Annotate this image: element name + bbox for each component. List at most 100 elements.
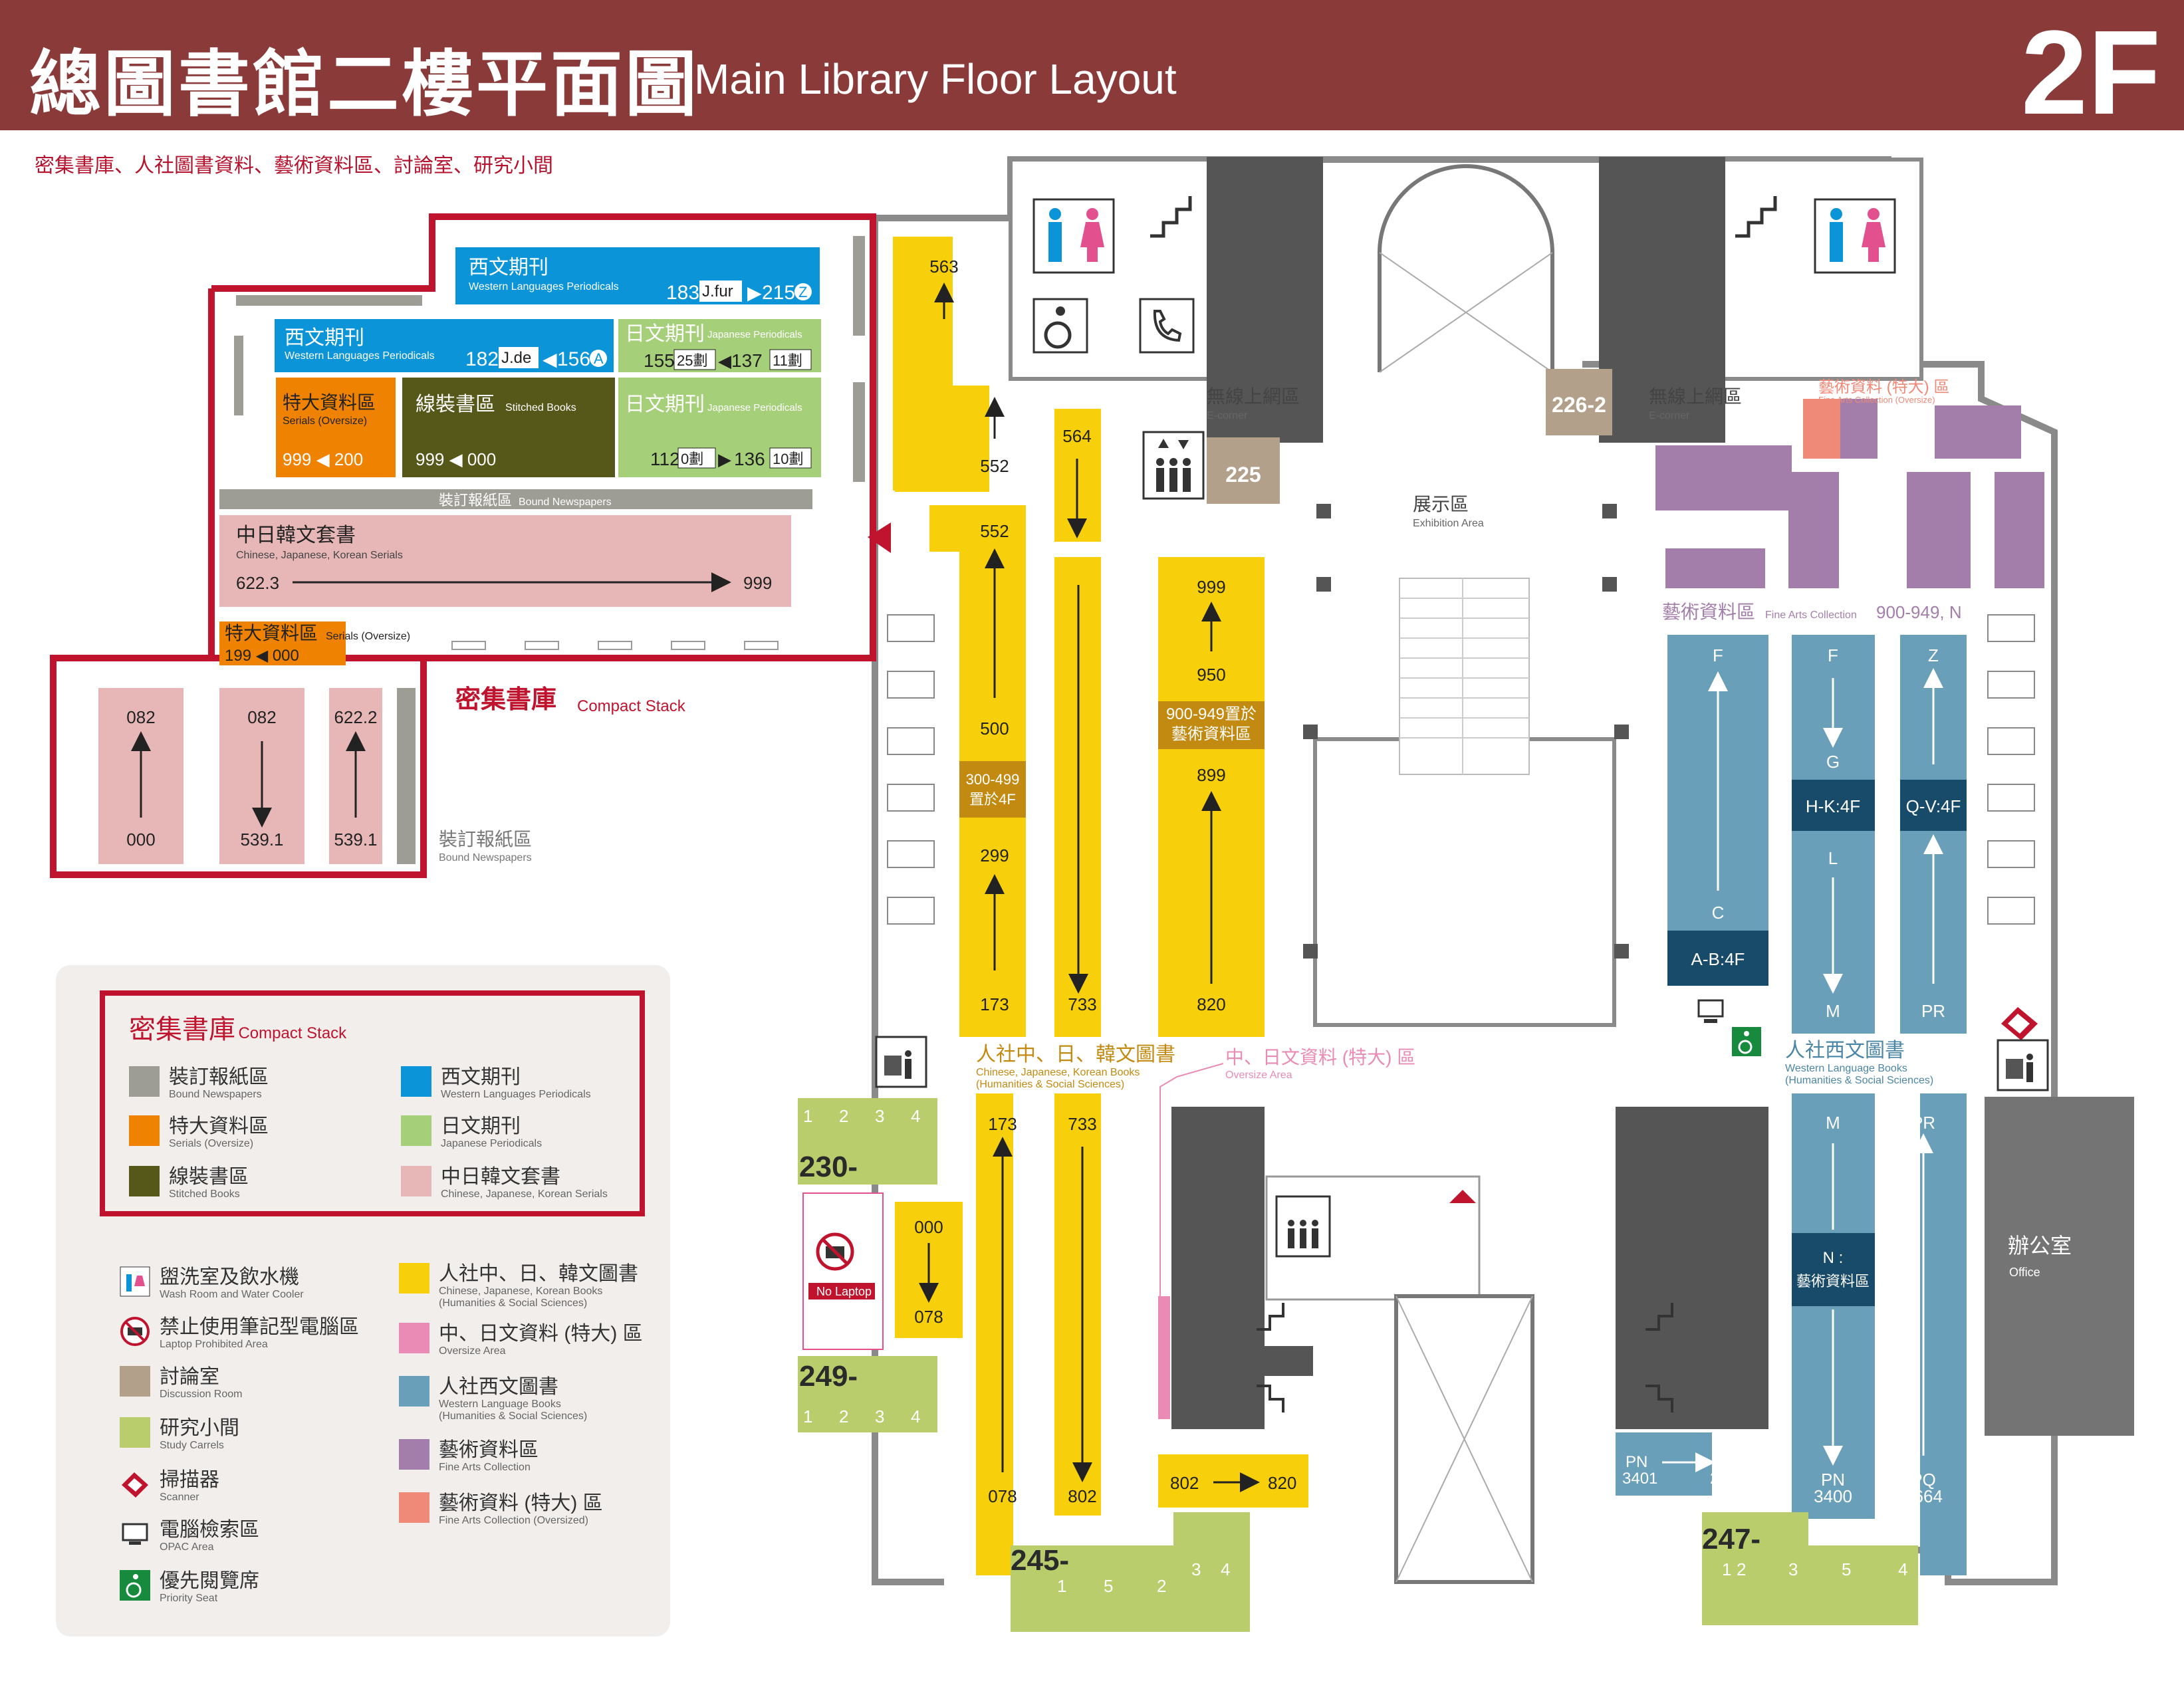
oversize-area-label: 中、日文資料 (特大) 區 bbox=[1225, 1047, 1415, 1068]
serials-range: 999 ◀ 200 bbox=[283, 449, 363, 469]
shelf-733a: 733 bbox=[1068, 994, 1096, 1014]
svg-text:2: 2 bbox=[839, 1106, 848, 1126]
office-en: Office bbox=[2009, 1266, 2040, 1279]
svg-text:4: 4 bbox=[911, 1106, 920, 1126]
svg-text:▶: ▶ bbox=[747, 282, 762, 303]
elevator-icon bbox=[875, 1036, 927, 1088]
cjk-serials-shelf bbox=[219, 515, 791, 607]
note-900b: 藝術資料區 bbox=[1171, 725, 1251, 743]
page-title: 總圖書館二樓平面圖 bbox=[29, 44, 700, 124]
computer-icon bbox=[1697, 999, 1724, 1023]
humanities-books-en1: Chinese, Japanese, Korean Books bbox=[976, 1067, 1140, 1078]
shelf-552a: 552 bbox=[980, 456, 1009, 476]
shelf-PQb: 2663 bbox=[1710, 1470, 1745, 1488]
humanities-books-label: 人社中、日、韓文圖書 bbox=[976, 1044, 1175, 1066]
jp1-zh: 日文期刊 bbox=[625, 323, 705, 345]
shelf-F1: F bbox=[1713, 645, 1723, 665]
jp1-en: Japanese Periodicals bbox=[707, 329, 802, 340]
shelf-PQ1: PQ bbox=[1911, 1470, 1936, 1490]
western-books-label: 人社西文圖書 bbox=[1785, 1040, 1905, 1062]
stitched-zh: 線裝書區 bbox=[416, 394, 495, 415]
shelf-L: L bbox=[1828, 848, 1838, 868]
shelf-500: 500 bbox=[980, 719, 1009, 738]
scanner-icon bbox=[122, 1472, 148, 1498]
svg-text:4: 4 bbox=[1898, 1559, 1907, 1579]
floor-label: 2F bbox=[2021, 6, 2161, 140]
stitched-en: Stitched Books bbox=[505, 402, 576, 413]
bound-newspapers-shelf-top bbox=[219, 489, 812, 509]
carrel-230: 230- bbox=[799, 1151, 858, 1183]
bound-newspapers-shelf bbox=[236, 295, 422, 306]
note-300-499 bbox=[959, 761, 1026, 818]
shelf-820a: 820 bbox=[1197, 994, 1225, 1014]
shelf-999: 999 bbox=[1197, 577, 1225, 597]
wp1-zh: 西文期刊 bbox=[469, 257, 548, 279]
shelf-000: 000 bbox=[914, 1217, 943, 1237]
serials-oversize-shelf-2 bbox=[219, 622, 346, 665]
stack3-top: 622.2 bbox=[334, 707, 377, 727]
serials-zh: 特大資料區 bbox=[283, 392, 376, 413]
ab-4f-note bbox=[1667, 931, 1768, 986]
note-300b: 置於4F bbox=[969, 791, 1016, 808]
wheelchair-icon bbox=[1732, 1027, 1761, 1056]
elevator-icon bbox=[1142, 431, 1205, 500]
shelf-078b: 078 bbox=[914, 1307, 943, 1327]
svg-text:▶: ▶ bbox=[718, 449, 731, 469]
note-900: 900-949置於 bbox=[1166, 705, 1257, 723]
note-300: 300-499 bbox=[966, 771, 1020, 788]
n-note bbox=[1792, 1233, 1875, 1306]
western-periodicals-shelf-2 bbox=[275, 319, 614, 372]
wheelchair-icon bbox=[120, 1570, 150, 1601]
jp2-zh: 日文期刊 bbox=[625, 394, 705, 415]
compact-stack-label-en: Compact Stack bbox=[577, 697, 686, 715]
shelf-078a: 078 bbox=[988, 1486, 1017, 1506]
elevator-icon bbox=[1997, 1039, 2049, 1091]
legend-title-en: Compact Stack bbox=[238, 1024, 347, 1042]
humanities-swatch bbox=[399, 1263, 429, 1294]
wp1-en: Western Languages Periodicals bbox=[469, 281, 619, 292]
fine-arts-shelf bbox=[1655, 445, 1792, 510]
wp2-en: Western Languages Periodicals bbox=[285, 350, 435, 362]
wp2-zh: 西文期刊 bbox=[285, 327, 364, 349]
shelf-733b: 733 bbox=[1068, 1114, 1096, 1134]
office-label: 辦公室 bbox=[2008, 1234, 2072, 1258]
svg-text:1: 1 bbox=[1722, 1559, 1731, 1579]
stack1-bottom: 000 bbox=[126, 830, 155, 849]
bn-side-en: Bound Newspapers bbox=[439, 852, 532, 863]
wheelchair-icon bbox=[1032, 298, 1088, 354]
shelf-HK: H-K:4F bbox=[1806, 796, 1860, 816]
carrel-swatch bbox=[120, 1417, 150, 1448]
atrium bbox=[1313, 737, 1616, 1027]
oversize-swatch bbox=[399, 1323, 429, 1353]
wifi-left-en: E-corner bbox=[1207, 410, 1248, 421]
shelf-C: C bbox=[1712, 903, 1725, 923]
fine-arts-swatch bbox=[399, 1439, 429, 1470]
computer-icon bbox=[122, 1523, 148, 1545]
svg-text:3: 3 bbox=[875, 1106, 884, 1126]
jp2-b: 136 bbox=[734, 449, 765, 469]
svg-text:3: 3 bbox=[875, 1407, 884, 1426]
shelf-M2: M bbox=[1826, 1113, 1840, 1133]
fine-arts-en: Fine Arts Collection bbox=[1765, 610, 1857, 621]
reading-tables bbox=[887, 614, 2035, 925]
serials2-zh: 特大資料區 bbox=[225, 623, 318, 643]
hk-4f-note bbox=[1792, 780, 1875, 831]
wp1-badge: Z bbox=[798, 284, 807, 300]
wp2-tag: J.de bbox=[501, 349, 531, 367]
discussion-room-226 bbox=[1546, 369, 1612, 435]
legend-swatch-stitched bbox=[129, 1166, 160, 1196]
discussion-swatch bbox=[120, 1366, 150, 1397]
wall-block-lower-right bbox=[1616, 1107, 1768, 1429]
shelf-PNb: 3401 bbox=[1622, 1470, 1657, 1488]
